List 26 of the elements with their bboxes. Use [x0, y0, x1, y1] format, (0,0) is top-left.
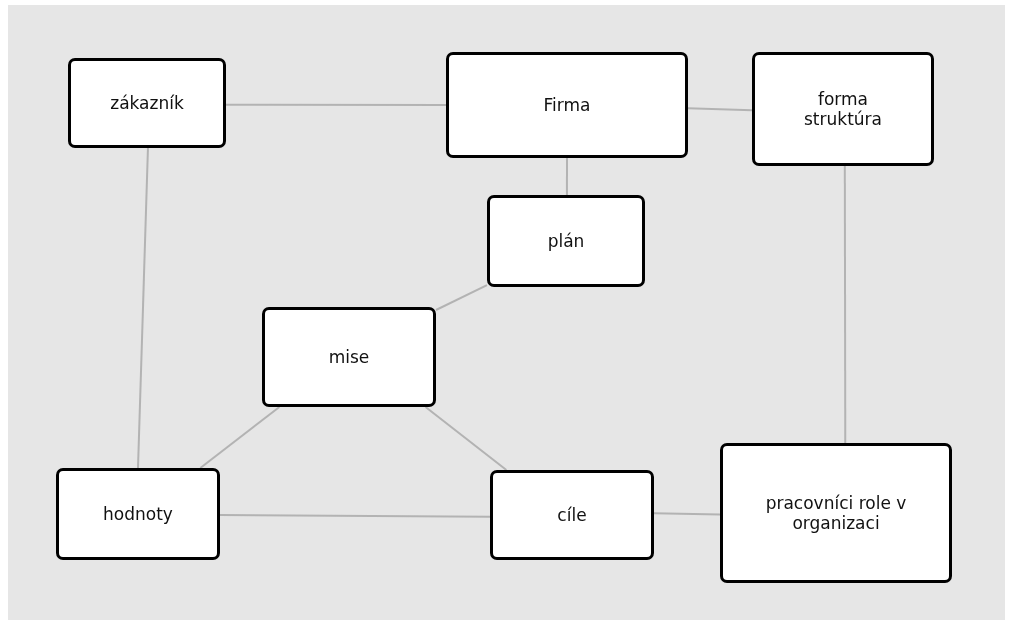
connector-line: [199, 406, 281, 469]
connector-line: [137, 147, 149, 469]
node-label: forma struktúra: [803, 88, 883, 130]
connector-line: [225, 103, 447, 106]
node-label: zákazník: [110, 92, 184, 114]
node-label: mise: [328, 346, 370, 368]
concept-box: [446, 52, 688, 158]
concept-box: [490, 470, 654, 560]
connector-line: [424, 406, 508, 471]
connector-line: [565, 157, 568, 196]
node-label: hodnoty: [103, 503, 173, 525]
connector-line: [435, 284, 488, 311]
concept-box: [720, 443, 952, 583]
node-label: plán: [547, 230, 585, 252]
connector-line: [653, 512, 721, 516]
node-label: cíle: [557, 504, 587, 526]
concept-box: [752, 52, 934, 166]
concept-box: [487, 195, 645, 287]
concept-box: [68, 58, 226, 148]
connector-line: [219, 513, 491, 518]
connector-line: [687, 107, 753, 112]
node-label: Firma: [543, 94, 591, 116]
concept-box: [262, 307, 436, 407]
connector-line: [843, 165, 847, 444]
concept-box: [56, 468, 220, 560]
node-label: pracovníci role v organizaci: [764, 492, 908, 534]
